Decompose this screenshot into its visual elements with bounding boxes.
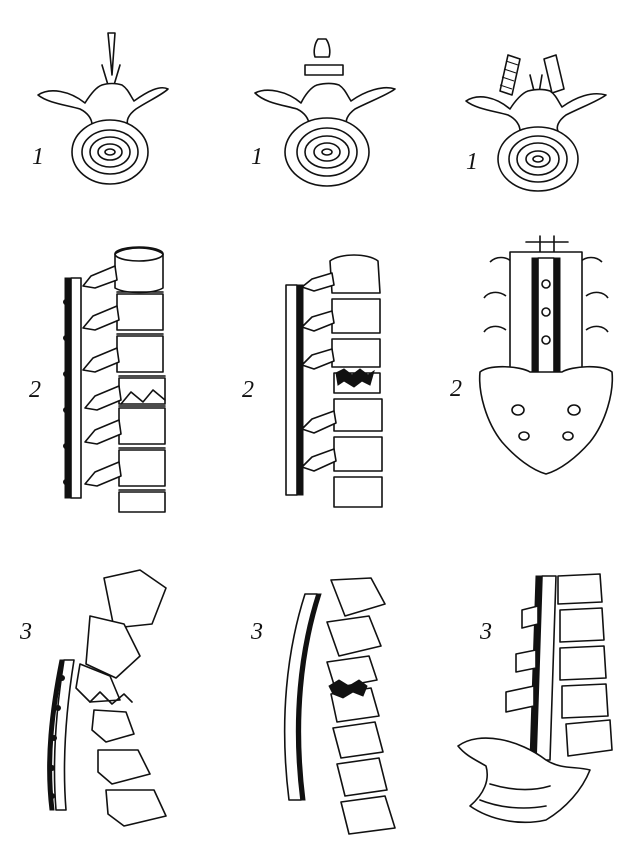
panel-row2-col2: 2 [240, 245, 400, 515]
panel-row1-col1: 1 [30, 25, 170, 190]
spine-lateral-illustration [283, 577, 396, 835]
panel-label: 3 [480, 619, 492, 645]
panel-label: 2 [450, 376, 462, 402]
vertebral-column [505, 573, 613, 757]
panel-row1-col3: 1 [460, 35, 615, 195]
spine-lateral-illustration [285, 254, 383, 508]
spine-lateral-illustration [63, 246, 166, 513]
panel-label: 2 [29, 377, 41, 403]
vertebral-column [326, 577, 396, 835]
panel-label: 2 [242, 377, 254, 403]
vertebral-column [114, 246, 166, 513]
spinous-processes [82, 265, 122, 487]
vertebra-axial-illustration [37, 32, 169, 185]
panel-label: 1 [466, 149, 478, 175]
panel-row3-col2: 3 [245, 570, 415, 845]
panel-label: 1 [32, 144, 44, 170]
spine-lateral-illustration [47, 569, 167, 827]
paired-rods [531, 257, 561, 393]
sacrum [457, 737, 591, 824]
vertebral-column [329, 254, 383, 508]
panel-row2-col3: 2 [450, 232, 620, 482]
vertebra-axial-illustration [254, 38, 396, 187]
sacrum [478, 365, 614, 475]
panel-row1-col2: 1 [245, 35, 405, 190]
panel-label: 3 [251, 619, 263, 645]
panel-label: 1 [251, 144, 263, 170]
lumbosacral-posterior-illustration [478, 235, 614, 475]
panel-row3-col1: 3 [20, 560, 200, 845]
vertebra-axial-illustration [465, 54, 607, 192]
spinous-processes [301, 272, 337, 472]
lumbosacral-lateral-illustration [457, 573, 613, 824]
panel-label: 3 [20, 619, 32, 645]
panel-row2-col1: 2 [25, 240, 195, 520]
panel-row3-col3: 3 [450, 570, 620, 830]
vertebral-column [75, 569, 167, 827]
